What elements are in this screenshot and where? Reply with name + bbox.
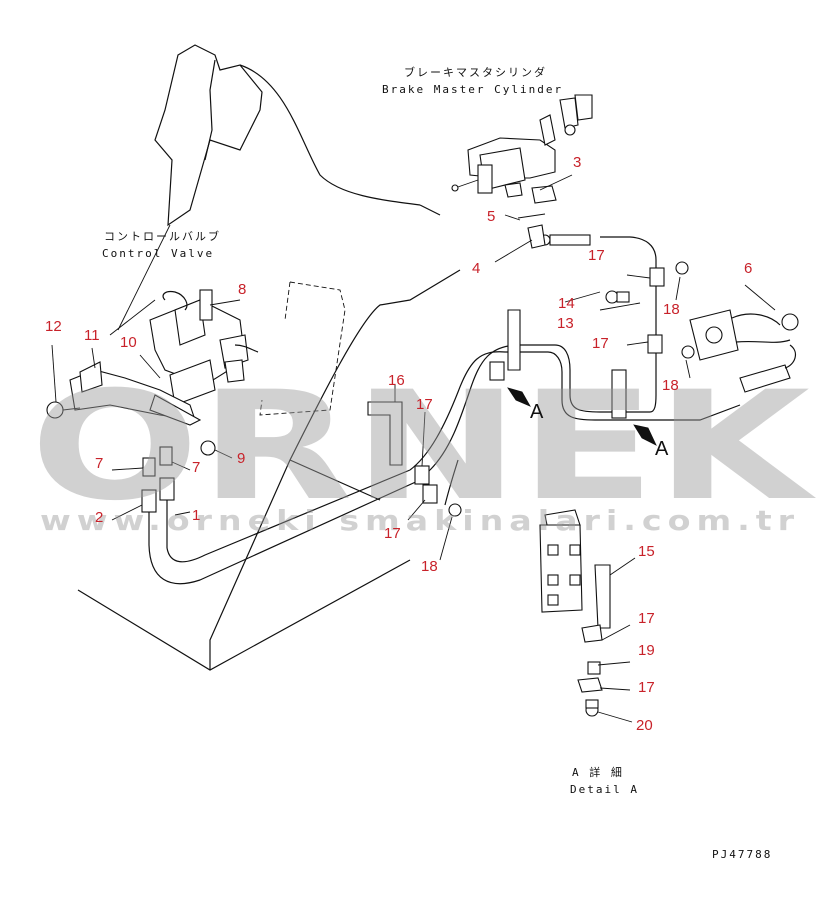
- view-arrows: [507, 387, 657, 446]
- part-number: 6: [744, 260, 752, 277]
- view-a-label-2: A: [655, 438, 669, 460]
- part-number: 17: [592, 335, 609, 352]
- drawing-number: PJ47788: [712, 848, 772, 861]
- part-number: 12: [45, 318, 62, 335]
- part-number: 17: [638, 679, 655, 696]
- part-number: 14: [558, 295, 575, 312]
- part-number: 9: [237, 450, 245, 467]
- part-numbers: 1 2 3 4 5 6 7 7 8 9 10 11 12 13 14 15 16…: [45, 154, 752, 734]
- detail-a-label-jp: A 詳 細: [572, 765, 624, 779]
- part-number: 15: [638, 543, 655, 560]
- leader-lines: [51, 174, 776, 723]
- watermark-url: www.orneki smakinalari.com.tr: [40, 504, 800, 537]
- part-number: 1: [192, 507, 200, 524]
- part-number: 4: [472, 260, 480, 277]
- control-valve: [149, 289, 259, 406]
- part-number: 2: [95, 509, 103, 526]
- brake-master-cylinder: [451, 94, 593, 204]
- control-valve-label-jp: コントロールバルブ: [104, 229, 221, 243]
- part-number: 5: [487, 208, 495, 225]
- part-number: 17: [384, 525, 401, 542]
- part-number: 18: [421, 558, 438, 575]
- bracket-16: [367, 309, 521, 466]
- part-number: 7: [95, 455, 103, 472]
- detail-a-label-en: Detail A: [570, 783, 639, 796]
- pedal-box-dashed: [259, 281, 346, 416]
- part-number: 3: [573, 154, 581, 171]
- part-number: 17: [416, 396, 433, 413]
- control-valve-label-en: Control Valve: [102, 247, 214, 260]
- part-number: 18: [662, 377, 679, 394]
- view-a-label-1: A: [530, 401, 544, 423]
- part-number: 18: [663, 301, 680, 318]
- floor-frame: [77, 269, 461, 671]
- brake-pipes: [148, 236, 741, 585]
- brake-master-label-jp: ブレーキマスタシリンダ: [404, 65, 547, 79]
- part-number: 16: [388, 372, 405, 389]
- part-number: 17: [588, 247, 605, 264]
- seat-outline: [154, 44, 441, 227]
- part-number: 19: [638, 642, 655, 659]
- part-number: 11: [84, 327, 100, 344]
- part-number: 7: [192, 459, 200, 476]
- flange-pipe-6: [689, 309, 799, 393]
- watermark-logo: ORNEK: [30, 360, 816, 534]
- brake-master-label-en: Brake Master Cylinder: [382, 83, 563, 96]
- part-number: 13: [557, 315, 574, 332]
- part-number: 17: [638, 610, 655, 627]
- mounting-bracket: [46, 361, 202, 426]
- fittings: [141, 440, 216, 548]
- clamps: [414, 267, 665, 504]
- part-number: 8: [238, 281, 246, 298]
- detail-a-assembly: [539, 509, 611, 717]
- part-number: 10: [120, 334, 137, 351]
- part-number: 20: [636, 717, 653, 734]
- bolts: [448, 213, 695, 517]
